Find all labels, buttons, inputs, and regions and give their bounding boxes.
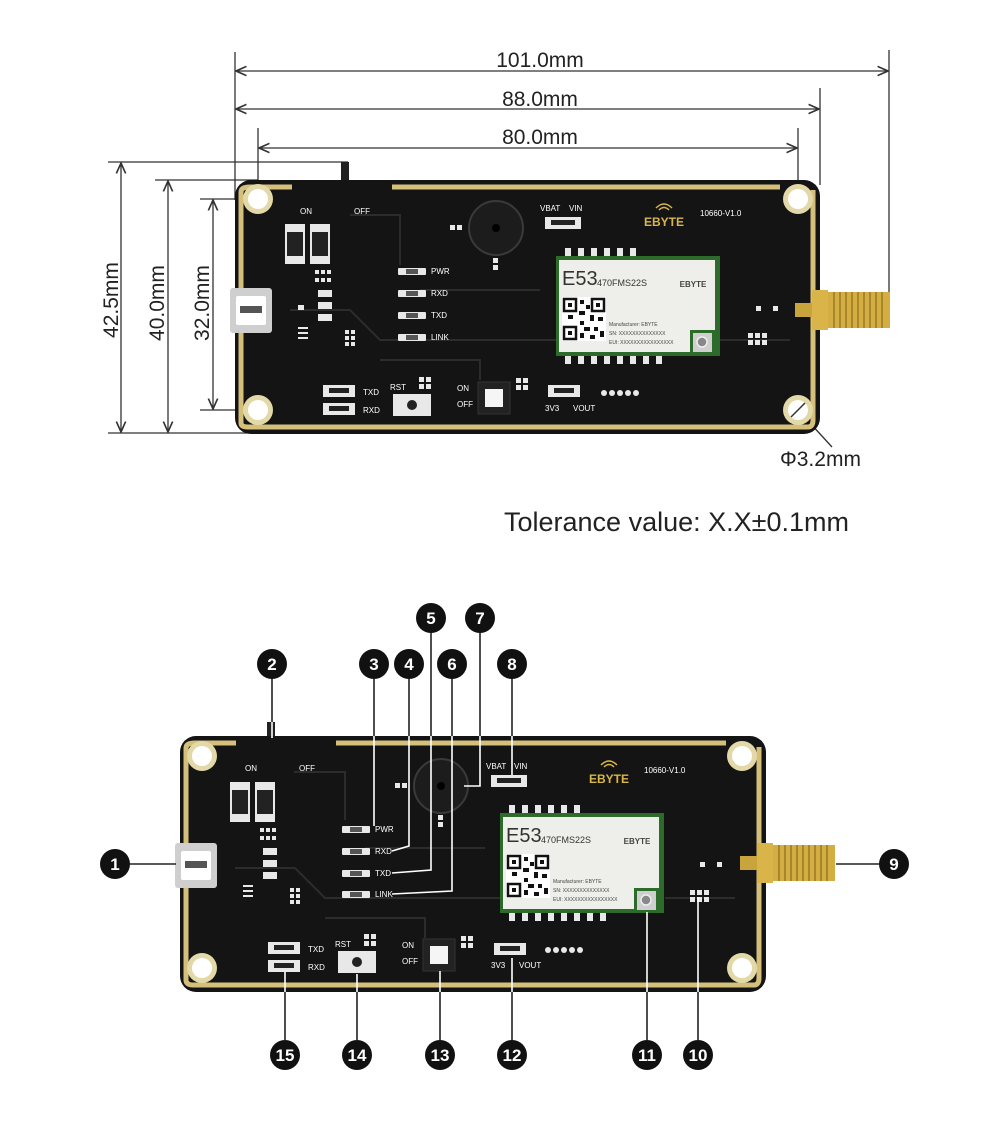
module-eui-2: EUI: XXXXXXXXXXXXXXXX [553, 897, 618, 903]
switch-on-label: ON [300, 207, 312, 216]
dim-40-label: 40.0mm [146, 265, 169, 341]
module-manufacturer-2: Manufacturer: EBYTE [553, 879, 602, 885]
callout-10: 10 [683, 1040, 713, 1070]
led-txd-label: TXD [431, 311, 447, 320]
callout-15: 15 [270, 1040, 300, 1070]
module-name-2: E53 [506, 825, 542, 847]
tolerance-note: Tolerance value: X.X±0.1mm [504, 507, 849, 537]
svg-text:5: 5 [426, 609, 435, 628]
callout-4: 4 [394, 649, 424, 679]
callout-13: 13 [425, 1040, 455, 1070]
vin-label: VIN [569, 204, 583, 213]
svg-text:10: 10 [689, 1046, 708, 1065]
module-sn-2: SN: XXXXXXXXXXXXXX [553, 888, 610, 894]
led-pwr-label-2: PWR [375, 825, 394, 834]
pwr-on-label: ON [457, 384, 469, 393]
board-version-label: 10660-V1.0 [700, 209, 742, 218]
pwr-on-label-2: ON [402, 941, 414, 950]
module-manufacturer: Manufacturer: EBYTE [609, 322, 658, 328]
rst-label: RST [390, 383, 406, 392]
jumper-rxd-label-2: RXD [308, 963, 325, 972]
module-brand-logo-2: EBYTE [624, 837, 651, 846]
led-txd-label-2: TXD [375, 869, 391, 878]
bottom-board: ON OFF PWR RXD TXD LINK VBAT VIN [175, 722, 835, 992]
callout-leaders-outside [130, 632, 880, 1040]
svg-text:11: 11 [638, 1046, 656, 1065]
callout-12: 12 [497, 1040, 527, 1070]
svg-text:7: 7 [475, 609, 484, 628]
callout-9: 9 [879, 849, 909, 879]
v3v3-label-2: 3V3 [491, 961, 506, 970]
callout-11: 11 [632, 1040, 662, 1070]
v3v3-label: 3V3 [545, 404, 560, 413]
svg-text:8: 8 [507, 655, 516, 674]
switch-off-label-2: OFF [299, 764, 315, 773]
jumper-rxd-label: RXD [363, 406, 380, 415]
jumper-txd-label-2: TXD [308, 945, 324, 954]
module-model-2: 470FMS22S [541, 835, 591, 845]
pwr-off-label-2: OFF [402, 957, 418, 966]
top-board: ON OFF PWR RXD TXD LINK [230, 162, 890, 434]
callout-8: 8 [497, 649, 527, 679]
svg-text:12: 12 [503, 1046, 522, 1065]
module-brand-logo: EBYTE [680, 280, 707, 289]
board-version-label-2: 10660-V1.0 [644, 766, 686, 775]
svg-text:4: 4 [404, 655, 414, 674]
vbat-label: VBAT [540, 204, 560, 213]
vout-label-2: VOUT [519, 961, 541, 970]
callout-7: 7 [465, 603, 495, 633]
dim-101-label: 101.0mm [496, 49, 584, 72]
hole-diameter-label: Φ3.2mm [780, 448, 861, 471]
switch-off-label: OFF [354, 207, 370, 216]
callout-6: 6 [437, 649, 467, 679]
led-pwr-label: PWR [431, 267, 450, 276]
svg-text:13: 13 [431, 1046, 450, 1065]
svg-text:2: 2 [267, 655, 276, 674]
module-sn: SN: XXXXXXXXXXXXXX [609, 331, 666, 337]
led-link-label: LINK [431, 333, 449, 342]
callout-badges: 1 2 3 4 5 6 7 8 9 10 11 12 13 14 15 [100, 603, 909, 1070]
callout-14: 14 [342, 1040, 372, 1070]
svg-text:9: 9 [889, 855, 898, 874]
rst-label-2: RST [335, 940, 351, 949]
svg-text:3: 3 [369, 655, 378, 674]
dimension-lines [108, 50, 890, 448]
vin-label-2: VIN [514, 762, 528, 771]
dim-42-5-label: 42.5mm [100, 262, 123, 338]
module-model: 470FMS22S [597, 278, 647, 288]
board-brand-logo: EBYTE [644, 215, 684, 229]
switch-on-label-2: ON [245, 764, 257, 773]
pwr-off-label: OFF [457, 400, 473, 409]
callout-3: 3 [359, 649, 389, 679]
led-rxd-label-2: RXD [375, 847, 392, 856]
svg-text:14: 14 [348, 1046, 367, 1065]
module-name: E53 [562, 268, 598, 290]
callout-1: 1 [100, 849, 130, 879]
led-link-label-2: LINK [375, 890, 393, 899]
svg-text:15: 15 [276, 1046, 295, 1065]
dim-32-label: 32.0mm [191, 265, 214, 341]
vbat-label-2: VBAT [486, 762, 506, 771]
led-rxd-label: RXD [431, 289, 448, 298]
board-brand-logo-2: EBYTE [589, 772, 629, 786]
jumper-txd-label: TXD [363, 388, 379, 397]
svg-text:6: 6 [447, 655, 456, 674]
vout-label: VOUT [573, 404, 595, 413]
callout-5: 5 [416, 603, 446, 633]
svg-text:1: 1 [110, 855, 119, 874]
dim-80-label: 80.0mm [502, 126, 578, 149]
module-eui: EUI: XXXXXXXXXXXXXXXX [609, 340, 674, 346]
callout-2: 2 [257, 649, 287, 679]
dim-88-label: 88.0mm [502, 88, 578, 111]
